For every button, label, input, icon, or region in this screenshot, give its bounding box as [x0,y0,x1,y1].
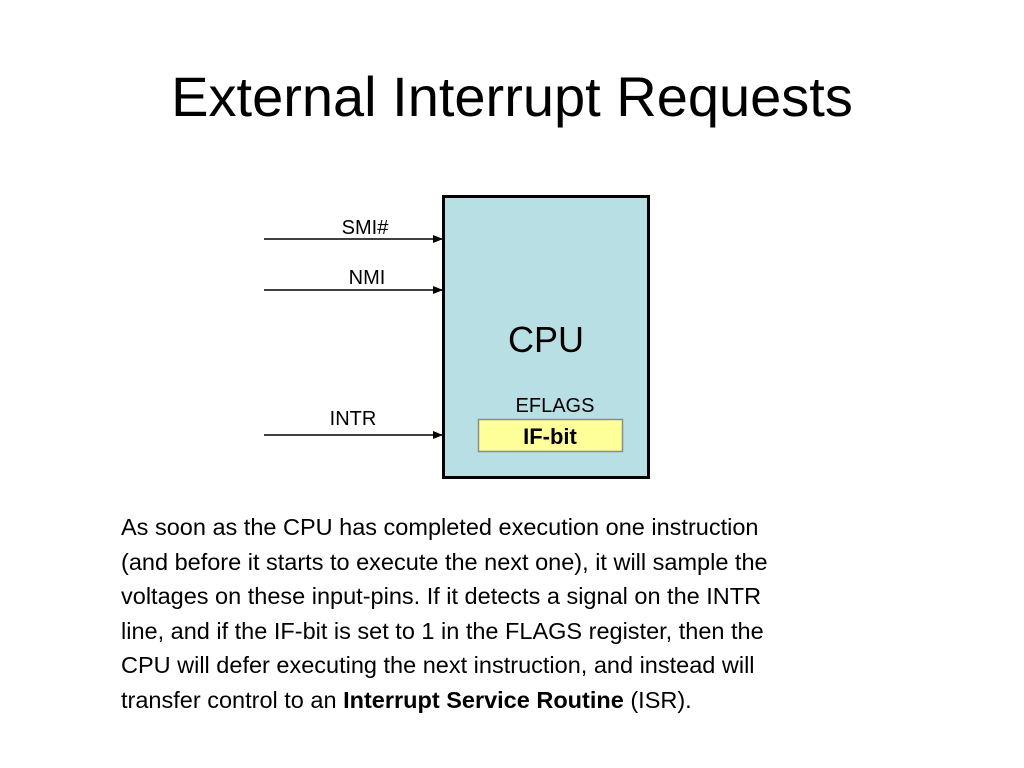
explanation-text: transfer control to an [121,686,344,713]
nmi-pin-label: NMI [349,267,386,289]
ifbit-label: IF-bit [523,424,577,449]
explanation-line: line, and if the IF-bit is set to 1 in t… [121,617,764,644]
explanation-paragraph: As soon as the CPU has completed executi… [121,510,921,717]
ifbit-register [477,418,624,453]
eflags-label: EFLAGS [516,395,595,417]
intr-pin-label: INTR [330,408,377,430]
explanation-line: CPU will defer executing the next instru… [121,652,755,678]
explanation-line: (and before it starts to execute the nex… [121,548,768,575]
slide-title: External Interrupt Requests [171,65,853,128]
cpu-label: CPU [508,319,584,360]
isr-term: Interrupt Service Routine [343,686,624,713]
explanation-line: As soon as the CPU has completed executi… [121,514,759,540]
explanation-line: voltages on these input-pins. If it dete… [121,583,762,609]
smi-pin-label: SMI# [342,217,390,239]
explanation-line-last: transfer control to an Interrupt Service… [121,683,921,718]
explanation-text: (ISR). [623,686,692,713]
